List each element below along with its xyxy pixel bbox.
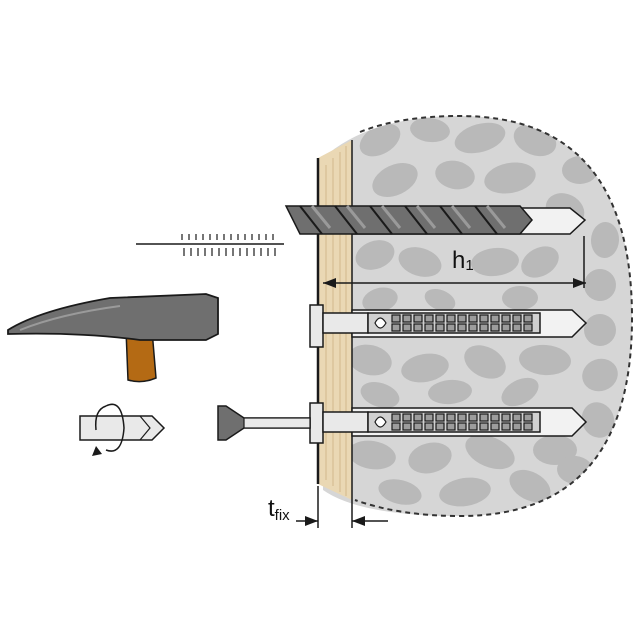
plug-rib bbox=[424, 422, 434, 431]
aggregate-stone bbox=[484, 162, 536, 194]
plug-rib bbox=[468, 413, 478, 422]
plug-rib bbox=[424, 314, 434, 323]
plug-rib bbox=[446, 422, 456, 431]
plug-rib bbox=[479, 314, 489, 323]
aggregate-stone bbox=[502, 285, 538, 311]
plug-rib bbox=[490, 314, 500, 323]
plug-rib bbox=[435, 314, 445, 323]
plug-rib bbox=[446, 314, 456, 323]
aggregate-stone bbox=[428, 379, 472, 405]
plug-rib bbox=[435, 413, 445, 422]
aggregate-stone bbox=[471, 247, 519, 277]
plug-rib bbox=[391, 314, 401, 323]
plug-rib bbox=[468, 422, 478, 431]
aggregate-stone bbox=[348, 440, 396, 470]
aggregate-stone bbox=[454, 122, 506, 154]
aggregate-stone bbox=[509, 469, 551, 503]
plug-rib bbox=[435, 323, 445, 332]
plug-rib bbox=[457, 422, 467, 431]
aggregate-stone bbox=[348, 344, 392, 376]
plug-rib bbox=[457, 323, 467, 332]
aggregate-stone bbox=[359, 123, 401, 157]
plug-rib bbox=[512, 314, 522, 323]
plug-rib bbox=[490, 413, 500, 422]
aggregate-stone bbox=[590, 222, 620, 258]
plug-rib bbox=[413, 323, 423, 332]
nail-screw-icon bbox=[217, 402, 588, 444]
plug-rib bbox=[501, 422, 511, 431]
plug-rib bbox=[413, 314, 423, 323]
h1-dimension: h1 bbox=[323, 236, 586, 288]
plug-rib bbox=[391, 413, 401, 422]
aggregate-stone bbox=[521, 246, 559, 278]
plug-rib bbox=[512, 413, 522, 422]
plug-rib bbox=[501, 314, 511, 323]
plug-rib bbox=[391, 323, 401, 332]
tfix-label: tfix bbox=[268, 495, 290, 524]
aggregate-stone bbox=[401, 353, 449, 383]
plug-rib bbox=[446, 413, 456, 422]
aggregate-stone bbox=[501, 377, 539, 407]
aggregate-stone bbox=[584, 314, 616, 346]
aggregate-stone bbox=[362, 287, 398, 313]
plug-rib bbox=[523, 323, 533, 332]
plug-rib bbox=[391, 422, 401, 431]
plug-rib bbox=[457, 413, 467, 422]
plug-rib bbox=[402, 413, 412, 422]
plug-rib bbox=[523, 422, 533, 431]
aggregate-stone bbox=[581, 402, 615, 438]
plug-rib bbox=[512, 323, 522, 332]
plug-rib bbox=[512, 422, 522, 431]
concrete-aggregate bbox=[348, 117, 620, 507]
aggregate-stone bbox=[519, 344, 571, 376]
plug-rib bbox=[446, 323, 456, 332]
plug-rib bbox=[479, 413, 489, 422]
rotation-icon bbox=[79, 403, 166, 456]
tfix-dimension: tfix bbox=[268, 486, 388, 528]
plug-rib bbox=[523, 413, 533, 422]
aggregate-stone bbox=[582, 358, 618, 392]
plug-rib bbox=[501, 323, 511, 332]
plug-rib bbox=[523, 314, 533, 323]
aggregate-stone bbox=[435, 160, 475, 190]
aggregate-stone bbox=[439, 477, 491, 507]
plug-rib bbox=[490, 323, 500, 332]
aggregate-stone bbox=[372, 163, 418, 197]
dust-icon bbox=[136, 234, 284, 256]
plug-rib bbox=[468, 323, 478, 332]
plug-rib bbox=[402, 323, 412, 332]
aggregate-stone bbox=[360, 382, 400, 408]
hammer-icon bbox=[7, 293, 219, 383]
plug-rib bbox=[479, 422, 489, 431]
plug-rib bbox=[402, 422, 412, 431]
plug-rib bbox=[501, 413, 511, 422]
plug-rib bbox=[468, 314, 478, 323]
aggregate-stone bbox=[378, 479, 422, 505]
aggregate-stone bbox=[398, 247, 442, 277]
h1-label: h1 bbox=[452, 247, 474, 274]
aggregate-stone bbox=[465, 434, 515, 470]
plug-rib bbox=[424, 413, 434, 422]
aggregate-stone bbox=[464, 345, 506, 379]
aggregate-stone bbox=[584, 269, 616, 301]
plug-rib bbox=[490, 422, 500, 431]
aggregate-stone bbox=[355, 240, 395, 270]
drill-bit-icon bbox=[284, 205, 533, 235]
plug-rib bbox=[402, 314, 412, 323]
wall-plug-icon bbox=[309, 304, 588, 348]
plug-rib bbox=[457, 314, 467, 323]
plug-rib bbox=[413, 413, 423, 422]
plug-rib bbox=[413, 422, 423, 431]
aggregate-stone bbox=[533, 435, 577, 465]
plug-rib bbox=[435, 422, 445, 431]
plug-rib bbox=[479, 323, 489, 332]
aggregate-stone bbox=[424, 288, 456, 312]
aggregate-stone bbox=[408, 442, 452, 474]
plug-rib bbox=[424, 323, 434, 332]
aggregate-stone bbox=[410, 117, 450, 143]
